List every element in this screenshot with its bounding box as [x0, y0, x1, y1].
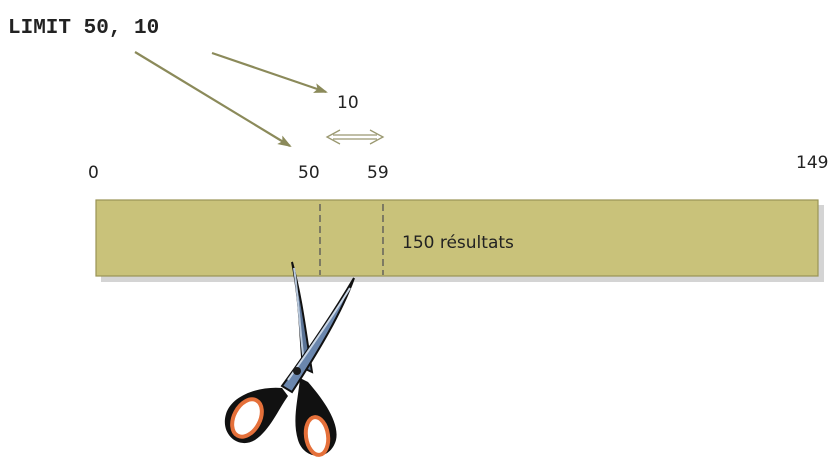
count-arrow	[211, 51, 328, 94]
count-label: 10	[337, 93, 359, 113]
offset-index-label: 50	[298, 163, 320, 183]
limit-query-label: LIMIT 50, 10	[8, 17, 159, 40]
offset-arrow	[134, 51, 292, 148]
results-count-label: 150 résultats	[402, 233, 514, 253]
end-index-label: 149	[796, 153, 828, 173]
scissors-icon	[224, 261, 355, 457]
double-arrow-icon	[325, 129, 385, 145]
last-selected-index-label: 59	[367, 163, 389, 183]
results-bar	[95, 199, 819, 277]
start-index-label: 0	[88, 163, 99, 183]
